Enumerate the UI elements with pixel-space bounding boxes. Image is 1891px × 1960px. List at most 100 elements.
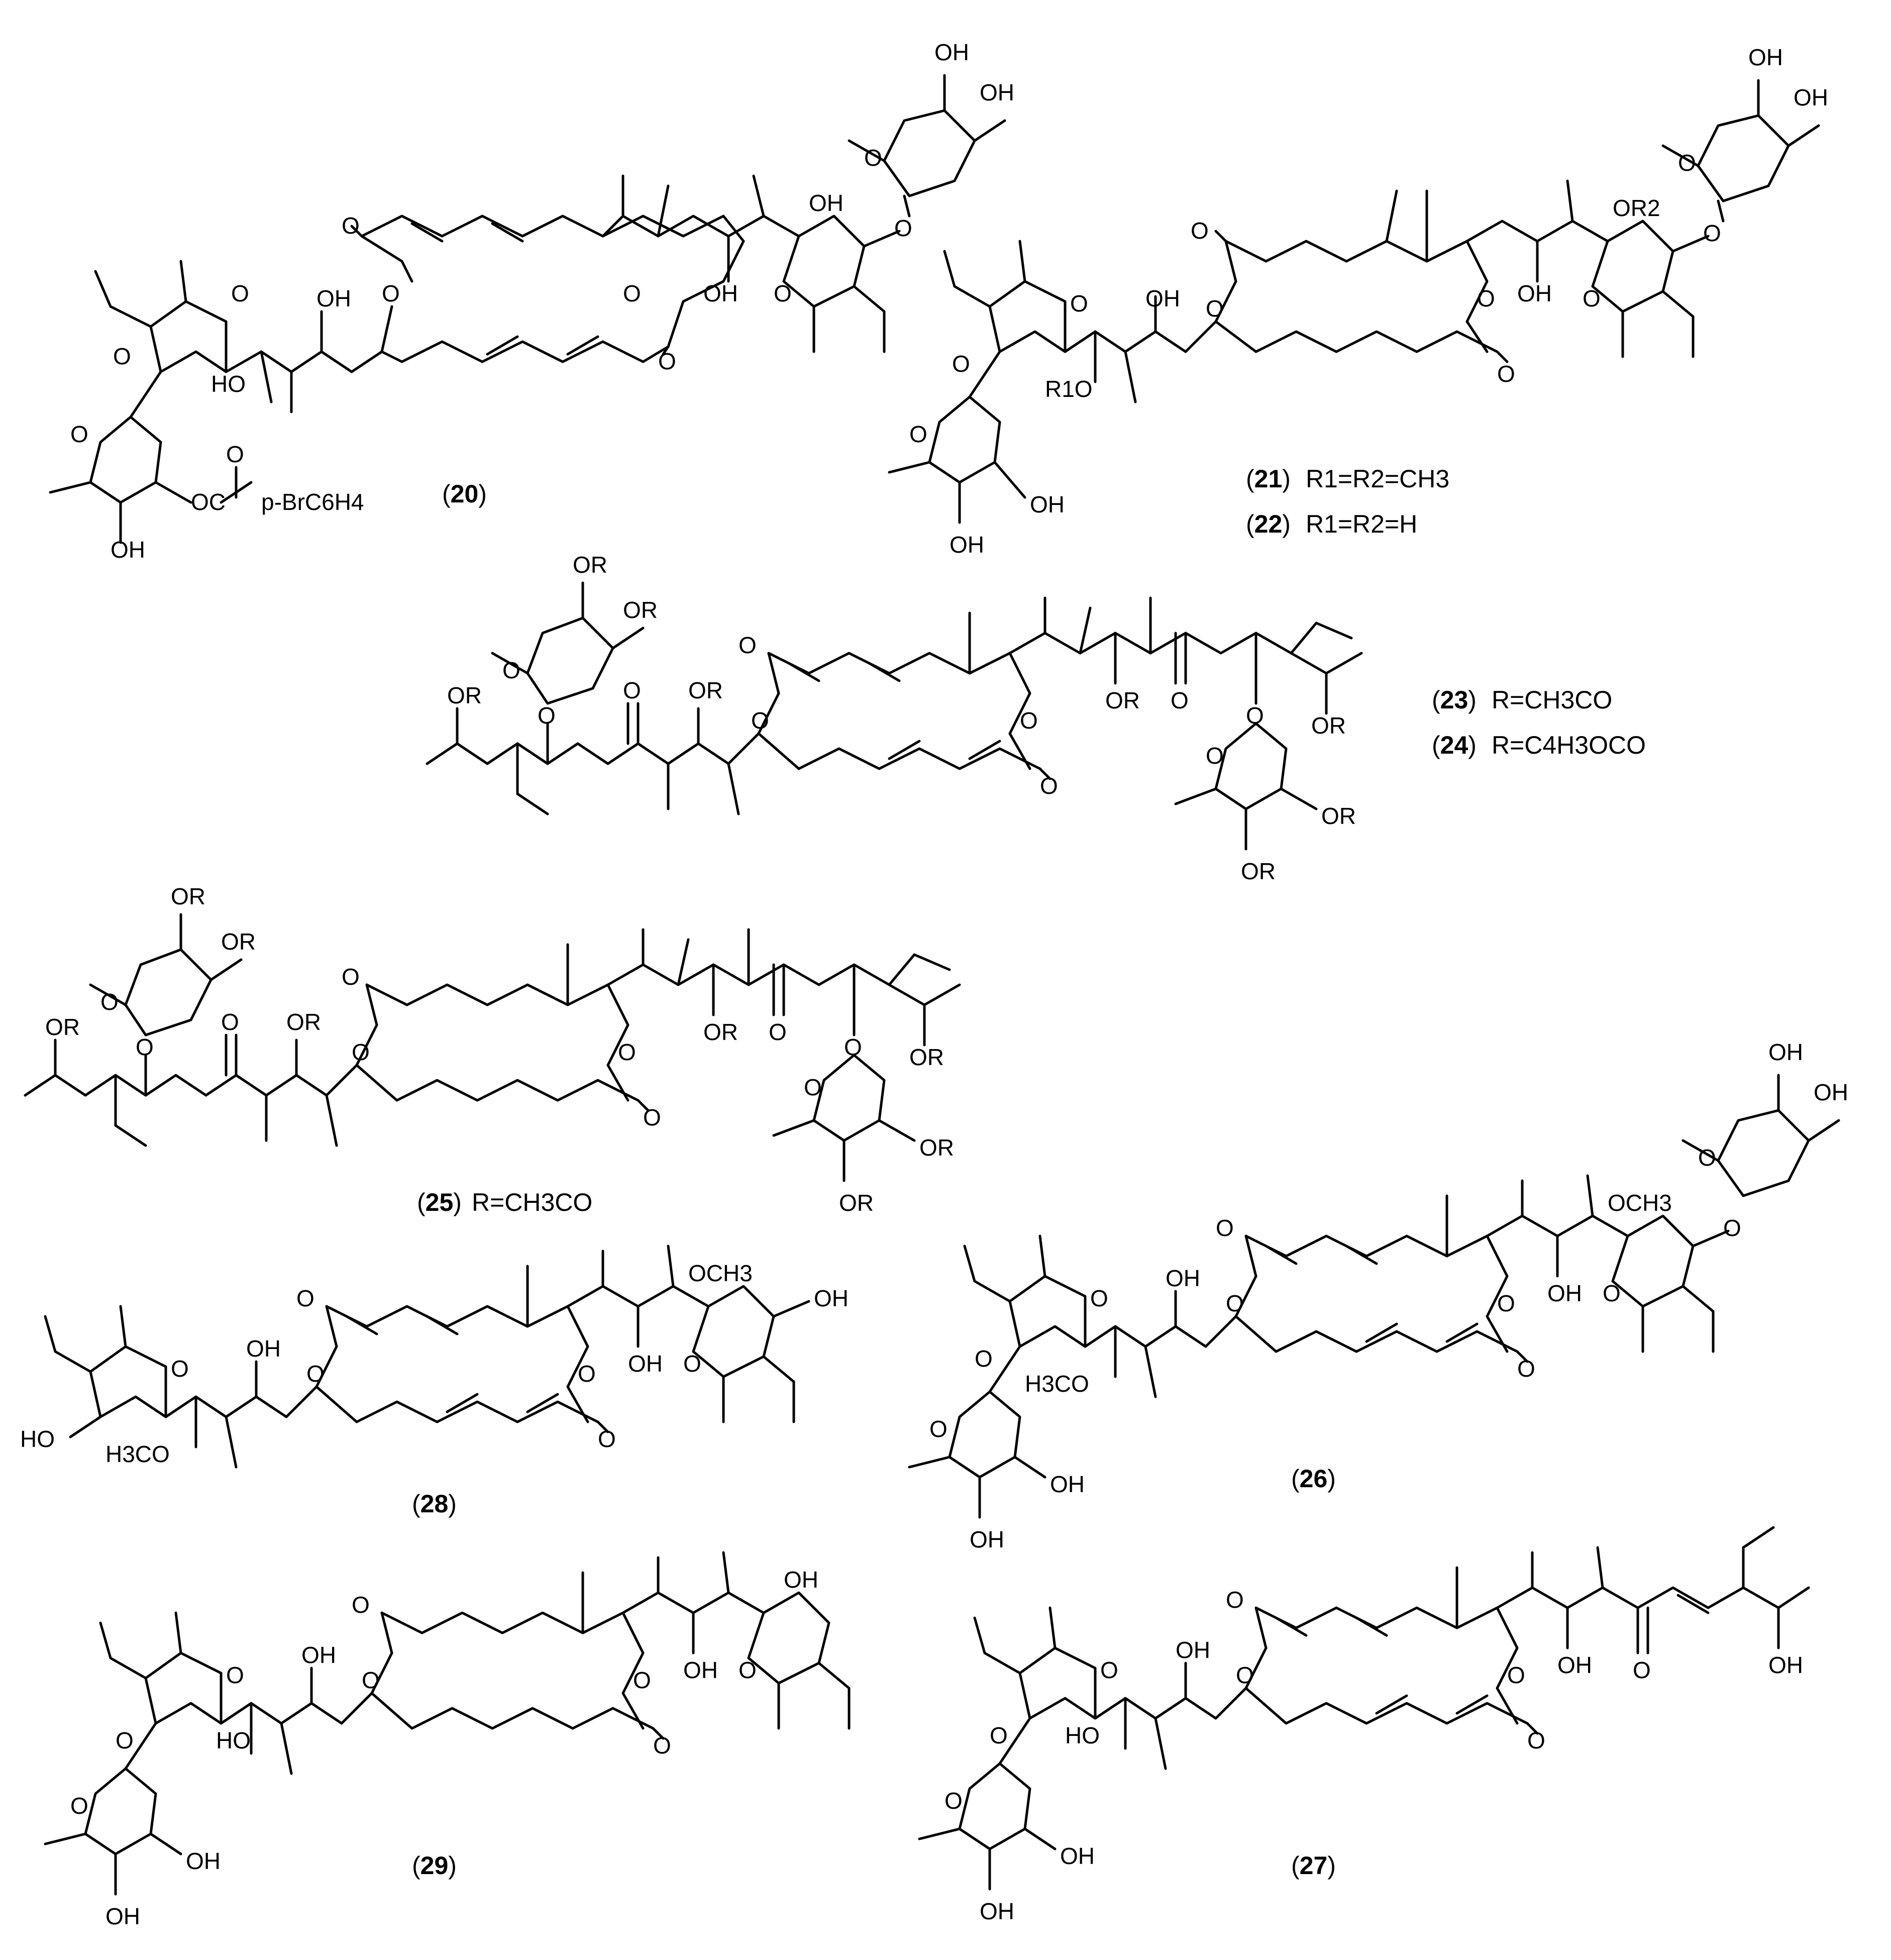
- atom-o: O: [643, 1104, 661, 1130]
- atom-o: O: [1191, 218, 1209, 244]
- atom-o: O: [1206, 295, 1224, 322]
- atom-o: O: [1246, 702, 1264, 729]
- atom-or: OR: [1311, 712, 1346, 739]
- atom-o: O: [751, 707, 769, 734]
- atom-o: O: [618, 1039, 636, 1065]
- atom-o: O: [113, 343, 131, 369]
- atom-pbr: p-BrC6H4: [261, 489, 364, 515]
- atom-oh: OH: [1030, 491, 1065, 518]
- atom-ho: HO: [1065, 1722, 1100, 1748]
- atom-or: OR: [839, 1190, 874, 1216]
- atom-h3co: H3CO: [106, 1441, 170, 1467]
- atom-oc: OC: [191, 489, 226, 515]
- atom-o: O: [1070, 290, 1088, 317]
- atom-o: O: [70, 1793, 88, 1819]
- caption-27: (27): [1291, 1851, 1336, 1880]
- atom-oh: OH: [970, 1526, 1004, 1553]
- atom-o: O: [136, 1034, 154, 1060]
- atom-o: O: [1236, 1662, 1254, 1688]
- atom-or: OR: [45, 1014, 80, 1040]
- atom-o: O: [382, 280, 400, 306]
- atom-oh: OH: [246, 1335, 281, 1362]
- atom-oh: OH: [1557, 1652, 1592, 1678]
- atom-o: O: [1497, 1290, 1515, 1316]
- atom-o: O: [352, 1592, 370, 1618]
- atom-r1o: R1O: [1045, 376, 1093, 402]
- atom-o: O: [623, 280, 641, 306]
- atom-o: O: [342, 964, 360, 990]
- atom-o: O: [362, 1667, 380, 1693]
- structure-23-24: O O O O OR O O OR O OR OR OR O O OR O OR…: [426, 552, 1646, 884]
- atom-o: O: [909, 421, 927, 447]
- atom-och3: OCH3: [688, 1260, 753, 1286]
- atom-oh: OH: [980, 1898, 1014, 1924]
- atom-oh: OH: [934, 39, 969, 65]
- atom-o: O: [683, 1351, 701, 1377]
- atom-o: O: [1678, 150, 1696, 176]
- atom-oh: OH: [317, 285, 351, 312]
- atom-or: OR: [171, 883, 205, 909]
- atom-o: O: [578, 1361, 596, 1387]
- atom-o: O: [804, 1074, 822, 1100]
- atom-o: O: [929, 1416, 948, 1442]
- caption-24: (24)R=C4H3OCO: [1432, 731, 1646, 759]
- atom-o: O: [739, 632, 757, 658]
- atom-or: OR: [623, 597, 658, 623]
- atom-o: O: [975, 1346, 993, 1372]
- atom-o: O: [1517, 1356, 1535, 1382]
- atom-o: O: [1216, 1215, 1234, 1241]
- atom-o: O: [598, 1426, 616, 1452]
- atom-o: O: [116, 1727, 134, 1753]
- atom-o: O: [100, 989, 119, 1015]
- atom-or: OR: [573, 552, 607, 578]
- atom-o: O: [306, 1361, 325, 1387]
- atom-o: O: [739, 1657, 757, 1683]
- atom-o: O: [774, 280, 792, 306]
- atom-o: O: [226, 1662, 244, 1688]
- atom-o: O: [1477, 285, 1495, 312]
- structure-26: O O O O OH OCH3 O O O OH OH O OH H3CO O …: [908, 1039, 1848, 1553]
- atom-or: OR: [919, 1134, 954, 1161]
- caption-20: (20): [442, 480, 487, 508]
- atom-o: O: [653, 1732, 671, 1759]
- atom-o: O: [952, 351, 970, 377]
- atom-oh: OH: [1768, 1039, 1803, 1065]
- atom-oh: OH: [1145, 285, 1180, 312]
- atom-or: OR: [688, 677, 723, 703]
- atom-or: OR: [1321, 803, 1356, 829]
- atom-oh: OH: [1517, 280, 1552, 306]
- atom-o: O: [623, 677, 641, 703]
- atom-o: O: [1040, 773, 1058, 799]
- atom-o: O: [502, 657, 520, 683]
- atom-o: O: [352, 1039, 370, 1065]
- atom-oh: OH: [628, 1351, 663, 1377]
- atom-oh: OH: [301, 1642, 336, 1668]
- atom-o: O: [1497, 361, 1515, 387]
- atom-h3co: H3CO: [1025, 1371, 1089, 1397]
- atom-o: O: [633, 1667, 651, 1693]
- atom-oh: OH: [683, 1657, 718, 1683]
- atom-o: O: [342, 213, 360, 239]
- atom-or2: OR2: [1613, 195, 1660, 221]
- atom-oh: OH: [1050, 1471, 1085, 1497]
- structure-27: O O O O OH O OH O OH HO O O OH OH (27): [918, 1526, 1810, 1924]
- atom-o: O: [231, 280, 249, 306]
- structure-25: O O O O OR O O OR O OR OR OR O O OR O OR…: [24, 883, 961, 1216]
- atom-o: O: [864, 145, 882, 171]
- atom-o: O: [1226, 1290, 1244, 1316]
- atom-o: O: [296, 1285, 314, 1311]
- atom-or: OR: [221, 929, 256, 955]
- atom-oh: OH: [814, 1285, 849, 1311]
- atom-oh: OH: [1814, 1079, 1848, 1105]
- atom-oh: OH: [1748, 44, 1783, 70]
- atom-o: O: [1527, 1727, 1545, 1753]
- atom-o: O: [990, 1722, 1008, 1748]
- atom-or: OR: [1241, 858, 1276, 884]
- atom-o: O: [1633, 1657, 1651, 1683]
- atom-o: O: [769, 1019, 787, 1045]
- caption-21: (21)R1=R2=CH3: [1246, 465, 1449, 493]
- atom-oh: OH: [980, 79, 1014, 106]
- atom-or: OR: [1105, 687, 1140, 713]
- atom-oh: OH: [1166, 1265, 1200, 1291]
- atom-ho: HO: [20, 1426, 55, 1452]
